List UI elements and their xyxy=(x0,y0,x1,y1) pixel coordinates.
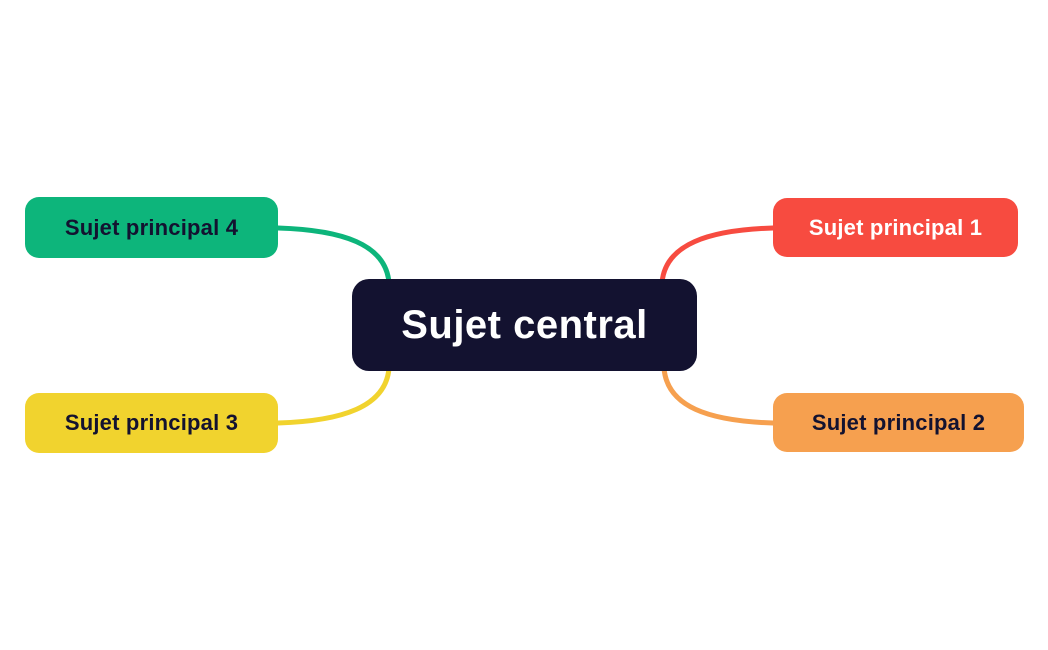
branch-node-1[interactable]: Sujet principal 1 xyxy=(773,198,1018,257)
connector-branch-3 xyxy=(275,365,392,426)
central-topic-node[interactable]: Sujet central xyxy=(352,279,697,371)
branch-node-1-label: Sujet principal 1 xyxy=(808,214,983,240)
connector-branch-4 xyxy=(275,225,392,286)
branch-node-2-label: Sujet principal 2 xyxy=(811,409,986,435)
branch-node-3-label: Sujet principal 3 xyxy=(64,410,239,435)
branch-node-2[interactable]: Sujet principal 2 xyxy=(773,393,1024,452)
connector-branch-2 xyxy=(661,365,776,426)
central-topic-label: Sujet central xyxy=(401,302,648,347)
branch-node-4-label: Sujet principal 4 xyxy=(64,214,239,240)
branch-node-4[interactable]: Sujet principal 4 xyxy=(25,197,278,258)
branch-node-3[interactable]: Sujet principal 3 xyxy=(25,393,278,453)
connector-branch-1 xyxy=(659,225,776,286)
